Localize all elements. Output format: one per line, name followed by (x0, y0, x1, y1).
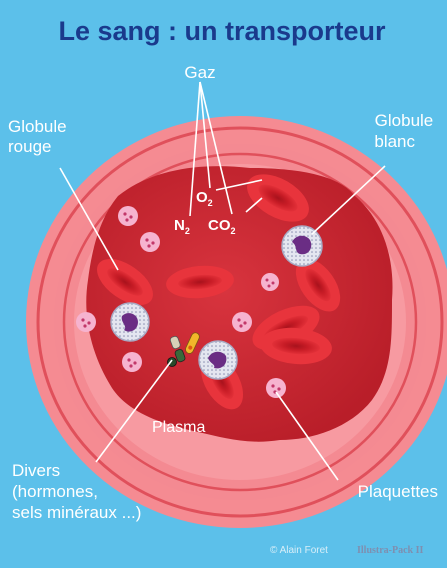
red-cell-label: Globule rouge (8, 117, 71, 156)
white-cell-label: Globule blanc (374, 111, 438, 151)
o2-label: O2 (196, 189, 213, 208)
red-cell (260, 327, 332, 365)
various-label: Divers (hormones, sels minéraux ...) (12, 461, 141, 522)
platelet (140, 232, 160, 252)
red-cell (247, 174, 309, 222)
red-cell (295, 258, 341, 312)
labels: Gaz O2 N2 CO2 Globule rouge Globule blan… (8, 63, 438, 522)
n2-label: N2 (174, 217, 190, 236)
red-blood-cells (97, 174, 341, 410)
credit-author: © Alain Foret (270, 545, 328, 556)
plasma-label: Plasma (152, 419, 205, 436)
credit: © Alain Foret Illustra-Pack II (270, 545, 424, 556)
page-title: Le sang : un transporteur (58, 16, 386, 46)
leader-lines (59, 81, 386, 481)
platelet (122, 352, 142, 372)
white-blood-cells (110, 225, 323, 380)
platelet (232, 312, 252, 332)
credit-brand: Illustra-Pack II (357, 545, 424, 556)
platelets-label: Plaquettes (358, 482, 438, 501)
gas-label: Gaz (184, 63, 215, 82)
platelet (76, 312, 96, 332)
white-cell (198, 340, 238, 380)
white-cell (110, 302, 150, 342)
platelet (118, 206, 138, 226)
red-cell (166, 265, 234, 299)
red-cell (97, 258, 153, 306)
platelet (266, 378, 286, 398)
co2-label: CO2 (208, 217, 236, 236)
platelet (261, 273, 279, 291)
platelets-group (76, 206, 286, 398)
white-cell (281, 225, 323, 267)
hormone-molecules (167, 332, 200, 367)
